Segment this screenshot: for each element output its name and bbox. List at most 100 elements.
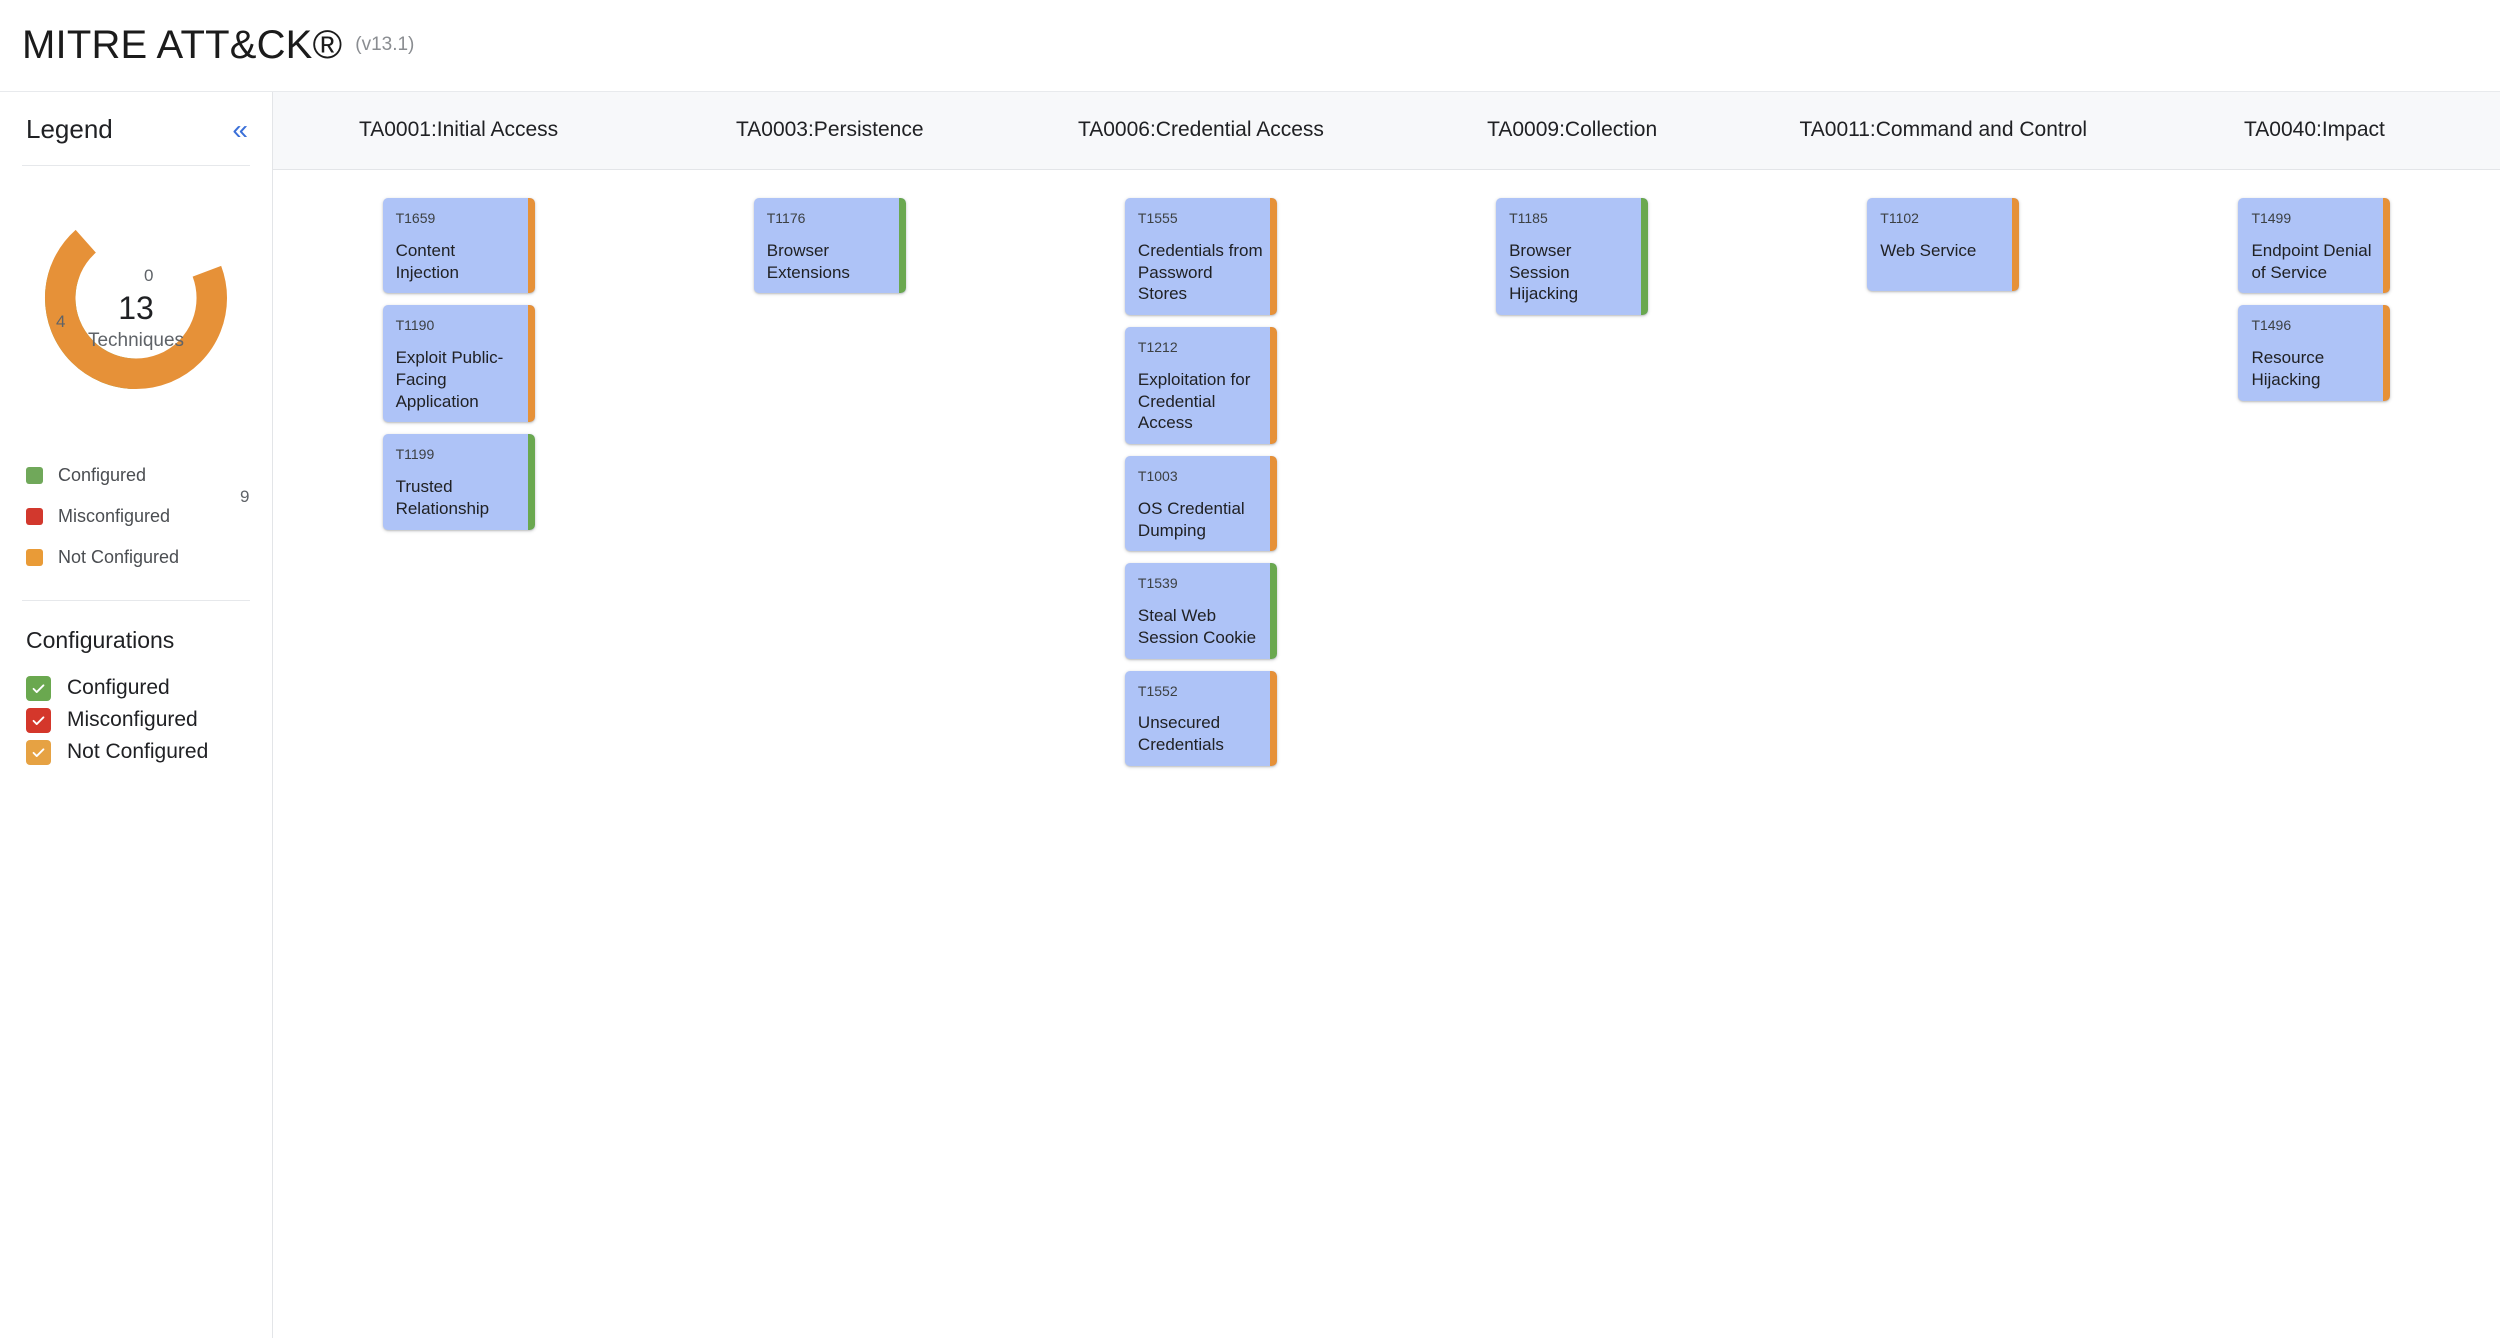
configurations-section: Configurations Configured	[20, 627, 252, 768]
status-badge	[1641, 198, 1649, 316]
technique-id: T1499	[2251, 210, 2292, 226]
config-filter-not-configured[interactable]: Not Configured	[26, 736, 252, 768]
status-badge	[1269, 198, 1277, 316]
swatch-misconfigured-icon	[26, 508, 43, 525]
technique-card[interactable]: T1003 OS Credential Dumping	[1124, 456, 1277, 552]
donut-label-not-configured: 9	[240, 487, 250, 506]
technique-name: Browser Session Hijacking	[1509, 240, 1579, 304]
status-badge	[527, 198, 535, 294]
matrix-column-header[interactable]: TA0040:Impact	[2244, 118, 2385, 142]
matrix-column-header[interactable]: TA0006:Credential Access	[1077, 118, 1324, 142]
checkbox-misconfigured[interactable]	[26, 707, 51, 733]
checkbox-not-configured[interactable]	[26, 739, 51, 765]
matrix-column-header[interactable]: TA0009:Collection	[1487, 118, 1658, 142]
config-label: Not Configured	[67, 740, 209, 763]
app-header: MITRE ATT&CK® (v13.1)	[0, 0, 2500, 92]
technique-id: T1102	[1880, 210, 1919, 226]
matrix-column-headers: TA0001:Initial Access TA0003:Persistence T…	[273, 92, 2500, 170]
legend-key-configured: Configured	[26, 455, 252, 496]
check-icon	[32, 715, 45, 725]
matrix-column-header[interactable]: TA0001:Initial Access	[358, 118, 559, 142]
technique-name: Exploitation for Credential Access	[1137, 369, 1251, 433]
technique-name: Trusted Relationship	[395, 477, 490, 518]
technique-id: T1185	[1509, 210, 1548, 226]
techniques-donut-chart: 0 4 9 13 Techniques	[20, 184, 252, 506]
check-icon	[32, 747, 45, 757]
technique-id: T1190	[395, 317, 435, 334]
technique-id: T1659	[395, 210, 436, 226]
technique-name: Web Service	[1880, 240, 1977, 260]
legend-key-label: Misconfigured	[58, 506, 171, 526]
status-badge	[527, 305, 535, 423]
technique-name: Steal Web Session Cookie	[1137, 606, 1257, 647]
config-filter-configured[interactable]: Configured	[26, 672, 252, 704]
technique-name: Credentials from Password Stores	[1137, 240, 1263, 304]
status-badge	[1269, 670, 1277, 766]
technique-id: T1555	[1137, 210, 1178, 226]
check-icon	[32, 683, 45, 693]
legend-key-misconfigured: Misconfigured	[26, 496, 252, 537]
technique-id: T1552	[1137, 682, 1178, 699]
technique-id: T1003	[1137, 468, 1178, 485]
technique-name: Browser Extensions	[766, 240, 850, 282]
matrix-column-header[interactable]: TA0003:Persistence	[735, 118, 924, 142]
status-badge	[2383, 198, 2391, 294]
technique-name: Exploit Public-Facing Application	[395, 348, 504, 411]
legend-key-label: Not Configured	[58, 547, 180, 567]
sidebar-header: Legend «	[20, 92, 252, 165]
config-label: Misconfigured	[67, 708, 198, 731]
checkbox-configured[interactable]	[26, 675, 51, 701]
swatch-configured-icon	[26, 467, 43, 484]
legend-configurations-divider	[22, 600, 250, 601]
technique-name: Unsecured Credentials	[1137, 713, 1224, 755]
technique-name: Content Injection	[395, 240, 459, 282]
technique-id: T1539	[1137, 575, 1178, 592]
technique-id: T1212	[1137, 339, 1178, 356]
technique-id: T1176	[766, 210, 806, 226]
technique-id: T1199	[395, 446, 435, 463]
status-badge	[2383, 305, 2391, 401]
status-badge	[898, 198, 906, 294]
donut-label-configured: 4	[56, 312, 66, 331]
config-filter-misconfigured[interactable]: Misconfigured	[26, 704, 252, 736]
collapse-sidebar-icon[interactable]: «	[232, 113, 248, 145]
legend-key-label: Configured	[58, 465, 147, 485]
version-label: (v13.1)	[355, 33, 415, 55]
matrix-column-header[interactable]: TA0011:Command and Control	[1799, 118, 2088, 142]
legend-title: Legend	[26, 114, 113, 144]
configurations-title: Configurations	[26, 627, 175, 653]
legend-key-list: Configured Misconfigured Not Configured	[20, 455, 252, 578]
swatch-not-configured-icon	[26, 549, 43, 566]
status-badge	[2012, 198, 2020, 291]
status-badge	[1269, 327, 1277, 445]
config-label: Configured	[67, 676, 170, 699]
sidebar-divider	[22, 165, 250, 166]
donut-svg	[44, 206, 228, 390]
donut-segment-not-configured	[44, 206, 228, 390]
page-title: MITRE ATT&CK®	[22, 23, 343, 67]
legend-sidebar: Legend « 0 4 9 13 Techniques	[0, 92, 273, 1338]
technique-name: Endpoint Denial of Service	[2251, 240, 2372, 282]
donut-label-misconfigured: 0	[144, 266, 154, 285]
technique-name: OS Credential Dumping	[1137, 498, 1245, 540]
